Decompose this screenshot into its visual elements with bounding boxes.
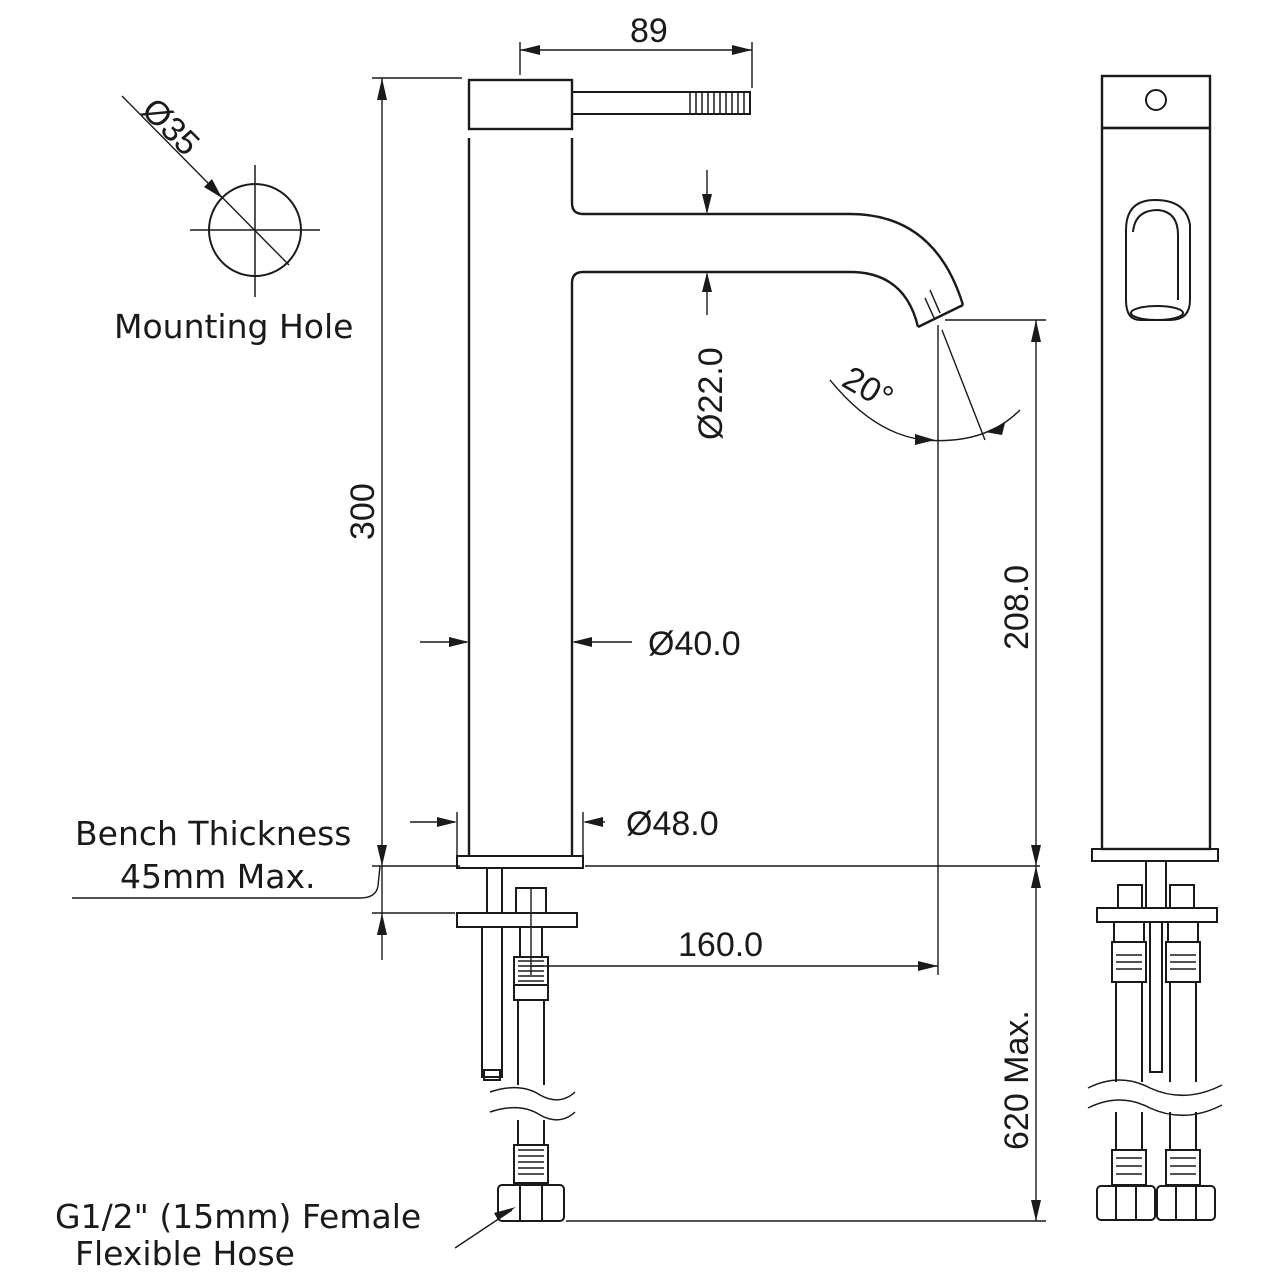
side-base <box>1091 848 1219 862</box>
svg-text:20°: 20° <box>836 359 900 418</box>
svg-text:Ø22.0: Ø22.0 <box>692 347 730 440</box>
svg-text:160.0: 160.0 <box>678 926 763 964</box>
hose-label-line2: Flexible Hose <box>75 1234 295 1273</box>
side-handle-cap <box>1100 74 1212 130</box>
tap-side-view <box>1087 74 1223 1221</box>
handle-cap <box>467 78 574 131</box>
base-flange <box>456 855 584 869</box>
dim-reach: 160.0 <box>530 888 938 975</box>
mounting-hole-label: Mounting Hole <box>114 307 353 346</box>
dim-body-diameter: Ø40.0 <box>420 625 741 663</box>
bench-max-label: 45mm Max. <box>120 857 316 896</box>
dim-spout-diameter: Ø22.0 <box>692 170 730 440</box>
svg-text:Ø48.0: Ø48.0 <box>626 805 719 843</box>
under-bench-fixings <box>456 867 578 1222</box>
svg-text:300: 300 <box>344 483 382 540</box>
hole-leader-line <box>121 95 290 266</box>
hose-nut <box>497 1184 565 1222</box>
hole-diameter-label: Ø35 <box>134 91 206 163</box>
aerator-lines <box>924 289 941 321</box>
dim-bench-thickness: Bench Thickness 45mm Max. <box>72 814 1040 960</box>
hose-label-group: G1/2" (15mm) Female Flexible Hose <box>55 1197 516 1273</box>
dim-hose-length: 620 Max. <box>566 866 1046 1222</box>
svg-text:89: 89 <box>630 12 668 50</box>
svg-text:620 Max.: 620 Max. <box>998 1010 1036 1150</box>
side-spout <box>1125 198 1191 321</box>
spout-outlet <box>917 303 964 329</box>
dim-base-diameter: Ø48.0 <box>410 805 719 856</box>
svg-text:Ø40.0: Ø40.0 <box>648 625 741 663</box>
lever-grip-knurl <box>689 92 745 114</box>
dim-handle-length: 89 <box>519 12 753 88</box>
side-body <box>1100 126 1212 851</box>
hole-leader-arrow <box>204 179 222 198</box>
dim-total-height: 300 <box>344 77 462 866</box>
tap-front-view <box>456 78 965 1222</box>
side-handle-pin <box>1145 89 1167 111</box>
mounting-hole-detail: Ø35 Mounting Hole <box>114 91 353 346</box>
dim-spout-height: 208.0 <box>945 319 1046 866</box>
hose-label-line1: G1/2" (15mm) Female <box>55 1197 421 1236</box>
dim-angle: 20° <box>829 325 1021 975</box>
svg-text:208.0: 208.0 <box>998 565 1036 650</box>
bench-thickness-label: Bench Thickness <box>75 814 352 853</box>
tap-body-and-spout <box>467 138 965 856</box>
handle-lever <box>571 91 751 115</box>
fixing-plate <box>456 912 578 928</box>
